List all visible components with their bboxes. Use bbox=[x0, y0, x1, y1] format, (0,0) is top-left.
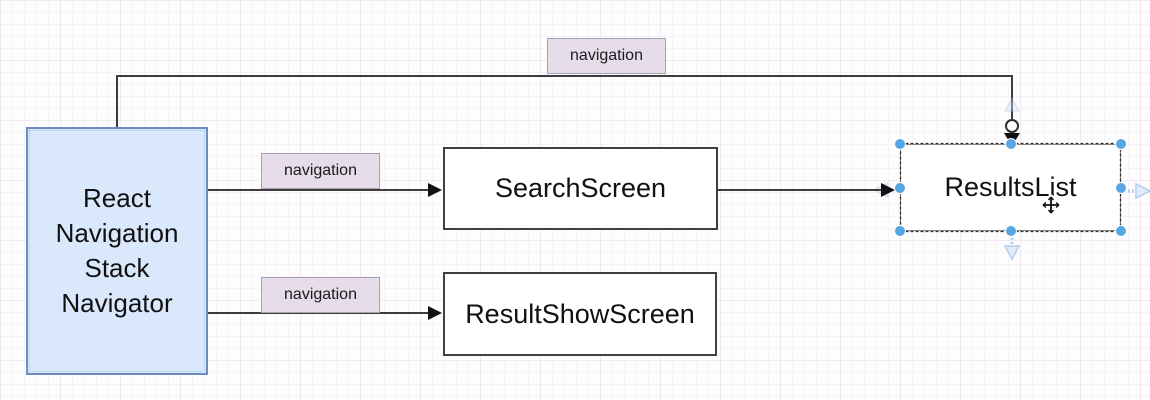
arrowhead-icon bbox=[428, 183, 442, 197]
node-result-show-screen[interactable]: ResultShowScreen bbox=[443, 272, 717, 356]
node-stack-navigator[interactable]: React Navigation Stack Navigator bbox=[26, 127, 208, 375]
edge-label-navigation[interactable]: navigation bbox=[547, 38, 666, 74]
arrowhead-icon bbox=[428, 306, 442, 320]
direction-arrow-head bbox=[1003, 245, 1021, 261]
direction-arrow-head bbox=[872, 181, 889, 199]
edge-label-text: navigation bbox=[284, 162, 357, 179]
edge-label-navigation[interactable]: navigation bbox=[261, 277, 380, 313]
direction-arrow-right-icon[interactable] bbox=[1128, 182, 1150, 200]
connection-point-handle[interactable] bbox=[1004, 119, 1020, 146]
node-label: ResultsList bbox=[944, 172, 1077, 202]
edge-label-text: navigation bbox=[284, 286, 357, 303]
direction-arrow-down-icon[interactable] bbox=[1003, 238, 1021, 261]
node-results-list[interactable]: ResultsList bbox=[900, 144, 1121, 231]
node-label: ResultShowScreen bbox=[465, 298, 695, 329]
node-label: SearchScreen bbox=[494, 173, 667, 203]
direction-arrow-head bbox=[1003, 97, 1021, 112]
direction-arrow-up-icon[interactable] bbox=[1003, 97, 1021, 112]
connector-search-screen-to-results-list[interactable] bbox=[718, 183, 895, 197]
direction-arrow-head bbox=[1135, 182, 1150, 200]
edge-label-navigation[interactable]: navigation bbox=[261, 153, 380, 189]
edge-label-text: navigation bbox=[570, 47, 643, 64]
node-label: React Navigation Stack Navigator bbox=[55, 183, 179, 318]
endpoint-circle-icon bbox=[1005, 119, 1019, 133]
node-search-screen[interactable]: SearchScreen bbox=[443, 147, 718, 230]
arrowhead-icon bbox=[881, 183, 895, 197]
direction-arrow-left-icon[interactable] bbox=[872, 181, 896, 199]
connector-stack-to-results-list[interactable] bbox=[116, 75, 1013, 127]
connector-line bbox=[116, 75, 1013, 127]
